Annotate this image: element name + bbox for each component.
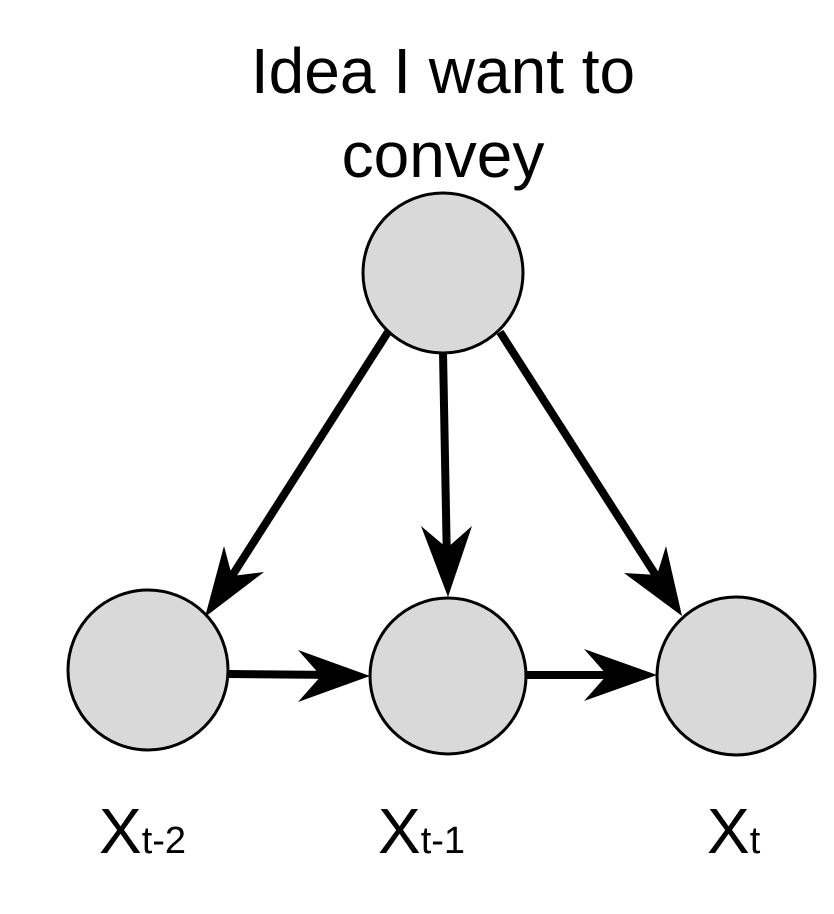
arrowhead xyxy=(624,546,682,616)
arrowhead xyxy=(584,649,657,701)
label-subscript: t xyxy=(750,820,761,862)
edges xyxy=(205,329,682,702)
label-x-t-minus-2: Xt-2 xyxy=(99,795,186,867)
edge-x-t-minus-1-to-x-t xyxy=(526,649,657,701)
label-x-t: Xt xyxy=(707,795,761,867)
diagram-title-line-2: convey xyxy=(342,119,545,191)
edge-idea-to-x-t-minus-1 xyxy=(421,351,472,597)
label-subscript: t-2 xyxy=(142,820,186,862)
edge-x-t-minus-2-to-x-t-minus-1 xyxy=(227,650,370,702)
node-x-t-minus-2 xyxy=(66,588,230,752)
node-x-t xyxy=(655,595,817,757)
label-main: X xyxy=(707,795,750,867)
label-main: X xyxy=(378,795,421,867)
node-idea xyxy=(361,191,525,355)
nodes xyxy=(66,191,817,757)
edge-idea-to-x-t xyxy=(496,329,682,616)
label-subscript: t-1 xyxy=(421,820,465,862)
edge-line xyxy=(496,329,668,591)
edge-line xyxy=(439,351,451,567)
node-x-t-minus-1 xyxy=(368,596,528,756)
node-labels: Xt-2 Xt-1 Xt xyxy=(99,795,761,867)
arrowhead xyxy=(298,650,370,702)
edge-line xyxy=(219,329,392,593)
arrowhead xyxy=(205,546,264,617)
label-main: X xyxy=(99,795,142,867)
edge-idea-to-x-t-minus-2 xyxy=(205,329,392,617)
label-x-t-minus-1: Xt-1 xyxy=(378,795,465,867)
arrowhead xyxy=(421,526,472,597)
diagram-title-line-1: Idea I want to xyxy=(251,35,635,107)
